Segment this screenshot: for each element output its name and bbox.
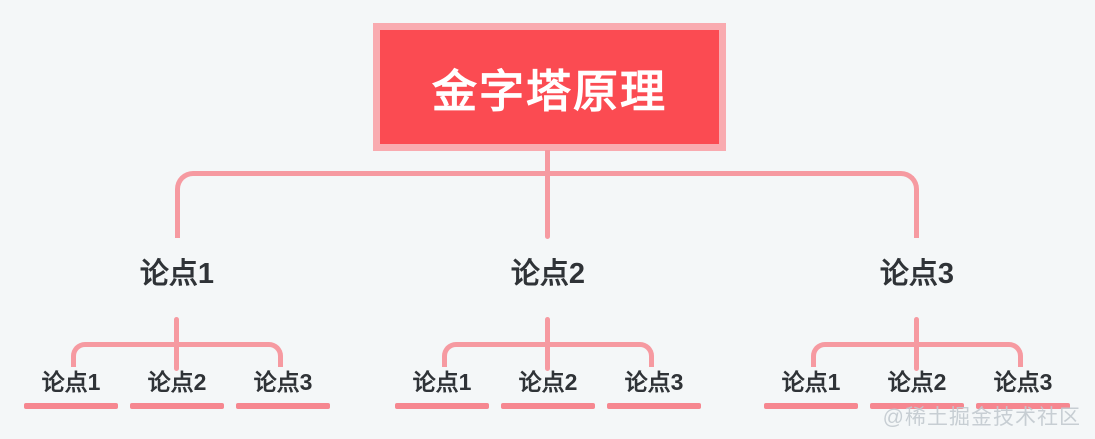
leaf-underline	[607, 403, 701, 409]
connector-branch3-bracket	[811, 342, 1023, 367]
leaf-label: 论点1	[781, 369, 841, 395]
leaf-underline	[236, 403, 330, 409]
leaf-label: 论点3	[624, 369, 684, 395]
leaf-label: 论点1	[41, 369, 101, 395]
leaf-label: 论点2	[518, 369, 578, 395]
branch-node-3[interactable]: 论点3	[879, 258, 955, 290]
leaf-underline	[870, 403, 964, 409]
subtree-1: 论点1 论点1 论点2 论点3	[17, 250, 337, 420]
leaf-node-3-2[interactable]: 论点2	[867, 370, 967, 409]
leaf-node-2-1[interactable]: 论点1	[392, 370, 492, 409]
leaf-underline	[976, 403, 1070, 409]
leaf-label: 论点2	[887, 369, 947, 395]
connector-level1-bracket	[175, 171, 919, 238]
leaf-node-1-3[interactable]: 论点3	[233, 370, 333, 409]
root-node[interactable]: 金字塔原理	[373, 23, 726, 151]
leaf-underline	[395, 403, 489, 409]
subtree-3: 论点3 论点1 论点2 论点3	[757, 250, 1077, 420]
branch-node-1[interactable]: 论点1	[139, 258, 215, 290]
leaf-underline	[130, 403, 224, 409]
subtree-2: 论点2 论点1 论点2 论点3	[388, 250, 708, 420]
connector-branch2-bracket	[442, 342, 654, 367]
connector-root-stem	[545, 150, 550, 239]
watermark: @稀土掘金技术社区	[882, 406, 1081, 429]
leaf-node-1-1[interactable]: 论点1	[21, 370, 121, 409]
leaf-node-1-2[interactable]: 论点2	[127, 370, 227, 409]
branch3-leaves: 论点1 论点2 论点3	[757, 370, 1077, 409]
branch2-leaves: 论点1 论点2 论点3	[388, 370, 708, 409]
leaf-underline	[24, 403, 118, 409]
leaf-underline	[764, 403, 858, 409]
leaf-label: 论点3	[253, 369, 313, 395]
leaf-node-3-1[interactable]: 论点1	[761, 370, 861, 409]
leaf-label: 论点2	[147, 369, 207, 395]
leaf-label: 论点1	[412, 369, 472, 395]
connector-branch1-bracket	[71, 342, 283, 367]
leaf-node-2-2[interactable]: 论点2	[498, 370, 598, 409]
leaf-underline	[501, 403, 595, 409]
leaf-node-2-3[interactable]: 论点3	[604, 370, 704, 409]
root-node-label: 金字塔原理	[431, 65, 667, 117]
leaf-label: 论点3	[993, 369, 1053, 395]
leaf-node-3-3[interactable]: 论点3	[973, 370, 1073, 409]
branch1-leaves: 论点1 论点2 论点3	[17, 370, 337, 409]
branch-node-2[interactable]: 论点2	[510, 258, 586, 290]
